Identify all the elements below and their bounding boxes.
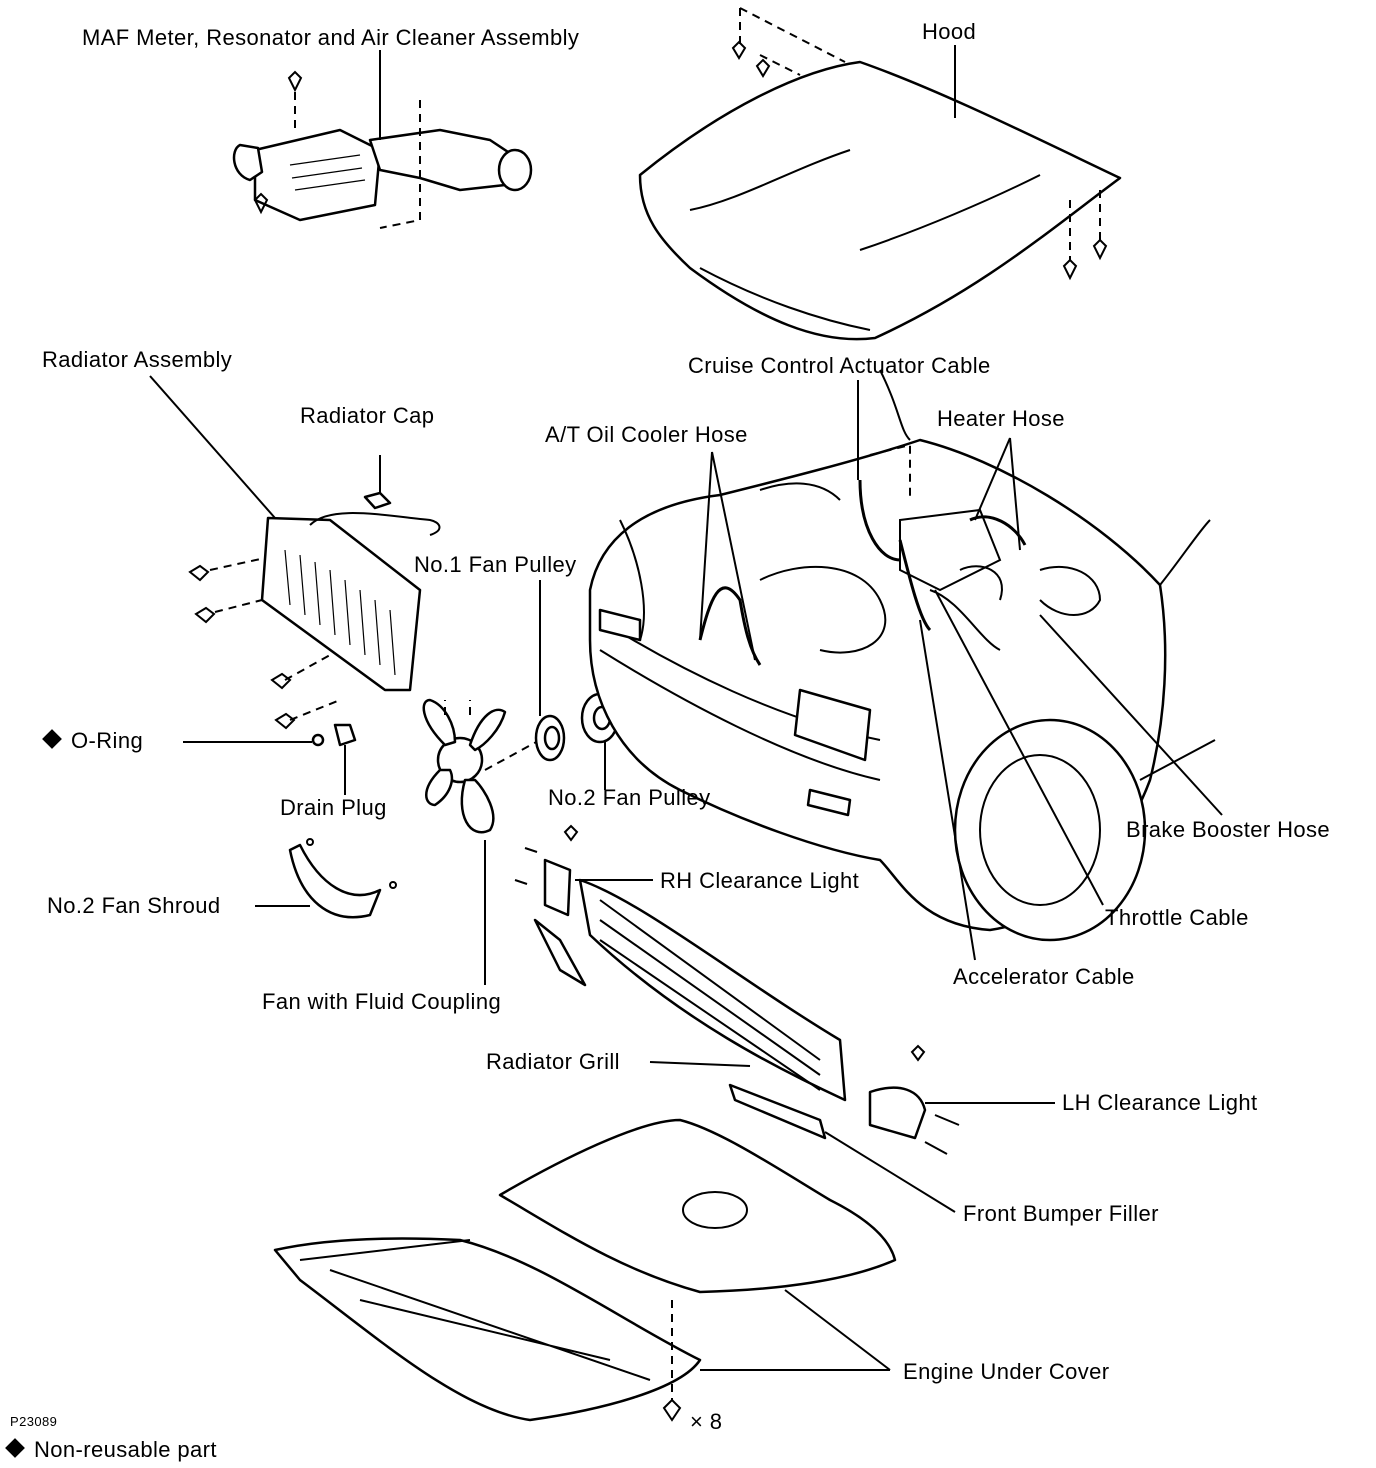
label-o-ring-text: O-Ring bbox=[71, 728, 144, 753]
label-no1-fan-pulley: No.1 Fan Pulley bbox=[414, 552, 577, 577]
vehicle-body-part bbox=[588, 369, 1216, 942]
hood-part bbox=[638, 7, 1122, 341]
label-hood: Hood bbox=[922, 19, 977, 44]
label-radiator-grill: Radiator Grill bbox=[486, 1049, 620, 1074]
label-bolt-count: × 8 bbox=[690, 1409, 723, 1434]
maf-assembly-part bbox=[232, 70, 533, 229]
label-no2-fan-shroud: No.2 Fan Shroud bbox=[47, 893, 221, 918]
label-brake-booster-hose: Brake Booster Hose bbox=[1126, 817, 1331, 842]
fan-part bbox=[422, 698, 541, 834]
label-o-ring: O-Ring bbox=[42, 728, 144, 753]
engine-under-cover-part bbox=[273, 1118, 897, 1422]
label-no2-fan-pulley: No.2 Fan Pulley bbox=[548, 785, 711, 810]
legend-non-reusable: Non-reusable part bbox=[5, 1437, 217, 1462]
radiator-grill-part bbox=[514, 824, 847, 1140]
label-lh-clearance-light: LH Clearance Light bbox=[1062, 1090, 1258, 1115]
label-rh-clearance-light: RH Clearance Light bbox=[660, 868, 860, 893]
label-fan-fluid-coupling: Fan with Fluid Coupling bbox=[262, 989, 502, 1014]
leader-lines bbox=[149, 45, 1223, 1371]
fan-shroud-part bbox=[288, 838, 397, 919]
label-drain-plug: Drain Plug bbox=[280, 795, 387, 820]
label-throttle-cable: Throttle Cable bbox=[1105, 905, 1249, 930]
black-diamond-icon bbox=[5, 1438, 25, 1458]
label-heater-hose: Heater Hose bbox=[937, 406, 1065, 431]
figure-code: P23089 bbox=[10, 1414, 58, 1429]
label-front-bumper-filler: Front Bumper Filler bbox=[963, 1201, 1159, 1226]
radiator-assembly-part bbox=[188, 455, 441, 730]
black-diamond-icon bbox=[42, 729, 62, 749]
label-maf-assembly: MAF Meter, Resonator and Air Cleaner Ass… bbox=[82, 25, 580, 50]
o-ring-part bbox=[311, 733, 325, 747]
label-cruise-control-cable: Cruise Control Actuator Cable bbox=[688, 353, 991, 378]
label-accelerator-cable: Accelerator Cable bbox=[953, 964, 1135, 989]
legend-text: Non-reusable part bbox=[34, 1437, 217, 1462]
drain-plug-part bbox=[333, 723, 357, 747]
label-engine-under-cover: Engine Under Cover bbox=[903, 1359, 1110, 1384]
lh-clearance-light-part bbox=[868, 1044, 960, 1155]
label-radiator-assembly: Radiator Assembly bbox=[42, 347, 233, 372]
label-at-oil-cooler-hose: A/T Oil Cooler Hose bbox=[545, 422, 748, 447]
label-radiator-cap: Radiator Cap bbox=[300, 403, 435, 428]
